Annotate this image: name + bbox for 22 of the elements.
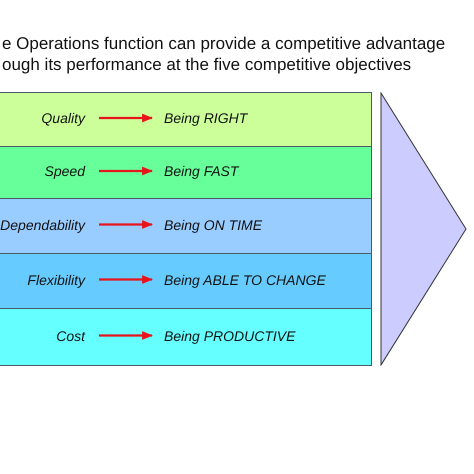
band bbox=[0, 92, 372, 147]
title: e Operations function can provide a competitive advantage ough its performance at the five competitive objectives bbox=[2, 33, 446, 75]
arrow bbox=[99, 275, 154, 284]
objective-text: Being FAST bbox=[164, 163, 238, 179]
objective-text: Quality bbox=[41, 109, 85, 127]
objective-text: Speed bbox=[44, 162, 85, 180]
objective-text: Being ON TIME bbox=[164, 216, 262, 232]
arrow bbox=[99, 220, 154, 229]
chevron-shape bbox=[380, 92, 468, 366]
band bbox=[0, 308, 372, 366]
objective-text: Being ABLE TO CHANGE bbox=[164, 272, 326, 288]
objective-text: Flexibility bbox=[27, 270, 85, 288]
arrow bbox=[99, 331, 154, 340]
objective-text: Cost bbox=[56, 326, 85, 344]
objective-text: Being PRODUCTIVE bbox=[164, 328, 296, 344]
arrow bbox=[99, 114, 154, 122]
band bbox=[0, 146, 372, 199]
band bbox=[0, 198, 372, 254]
objective-text: Dependability bbox=[0, 216, 85, 234]
objective-text: Being RIGHT bbox=[164, 110, 248, 126]
arrow bbox=[99, 166, 154, 176]
band bbox=[0, 253, 372, 309]
